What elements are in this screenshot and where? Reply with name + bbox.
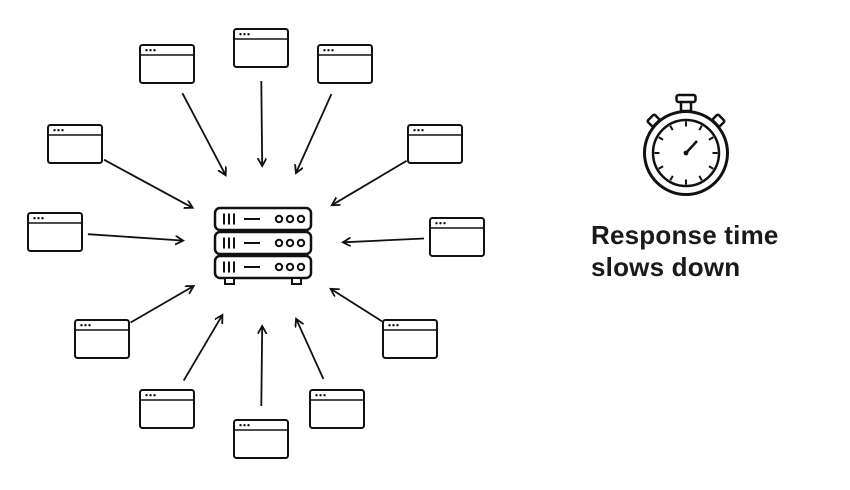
caption-line-2: slows down — [591, 252, 741, 283]
browser-window-icon — [317, 44, 373, 84]
stopwatch-hand — [685, 140, 698, 154]
server-foot — [291, 277, 302, 285]
request-arrow — [296, 319, 325, 380]
request-arrow — [261, 80, 262, 166]
request-arrow — [182, 315, 223, 382]
browser-window-icon — [233, 419, 289, 459]
server-foot — [224, 277, 235, 285]
request-arrow — [296, 93, 333, 173]
request-arrow — [343, 239, 425, 243]
request-arrow — [87, 233, 183, 240]
request-arrow — [103, 158, 193, 208]
request-arrow — [130, 286, 194, 324]
browser-window-icon — [382, 319, 438, 359]
clients-layer — [27, 28, 485, 459]
browser-window-icon — [309, 389, 365, 429]
request-arrow — [261, 326, 262, 407]
request-arrow — [181, 92, 225, 175]
caption-line-1: Response time — [591, 220, 779, 250]
browser-window-icon — [139, 389, 195, 429]
browser-window-icon — [429, 217, 485, 257]
server-stack-icon — [213, 206, 313, 285]
stopwatch-ticks — [654, 121, 718, 185]
request-arrow — [332, 160, 408, 205]
browser-window-icon — [74, 319, 130, 359]
caption: Response time slows down — [591, 219, 779, 283]
stopwatch-icon — [643, 93, 729, 196]
browser-window-icon — [407, 124, 463, 164]
request-arrow — [331, 289, 383, 323]
browser-window-icon — [233, 28, 289, 68]
browser-window-icon — [27, 212, 83, 252]
browser-window-icon — [139, 44, 195, 84]
browser-window-icon — [47, 124, 103, 164]
